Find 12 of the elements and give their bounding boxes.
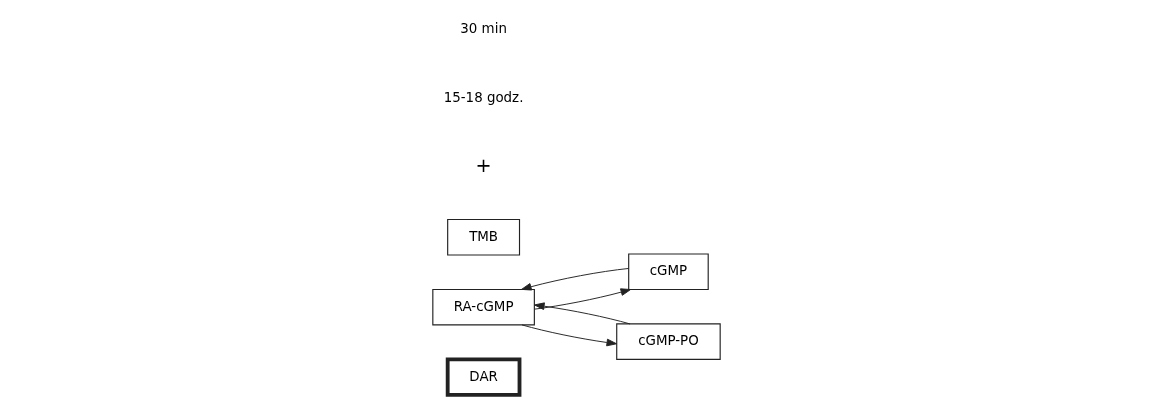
node-box: DAR (445, 357, 521, 397)
arrow (533, 302, 630, 325)
node-box: cGMP (627, 253, 709, 291)
arrow (520, 268, 629, 291)
label: 30 min (459, 20, 507, 36)
arrow (521, 324, 617, 347)
arrow (533, 288, 631, 310)
node-box: RA-cGMP (431, 288, 535, 326)
label: + (475, 154, 492, 178)
node-box: TMB (446, 218, 520, 256)
label: 15-18 godz. (443, 89, 523, 105)
node-box: cGMP-PO (615, 323, 721, 360)
